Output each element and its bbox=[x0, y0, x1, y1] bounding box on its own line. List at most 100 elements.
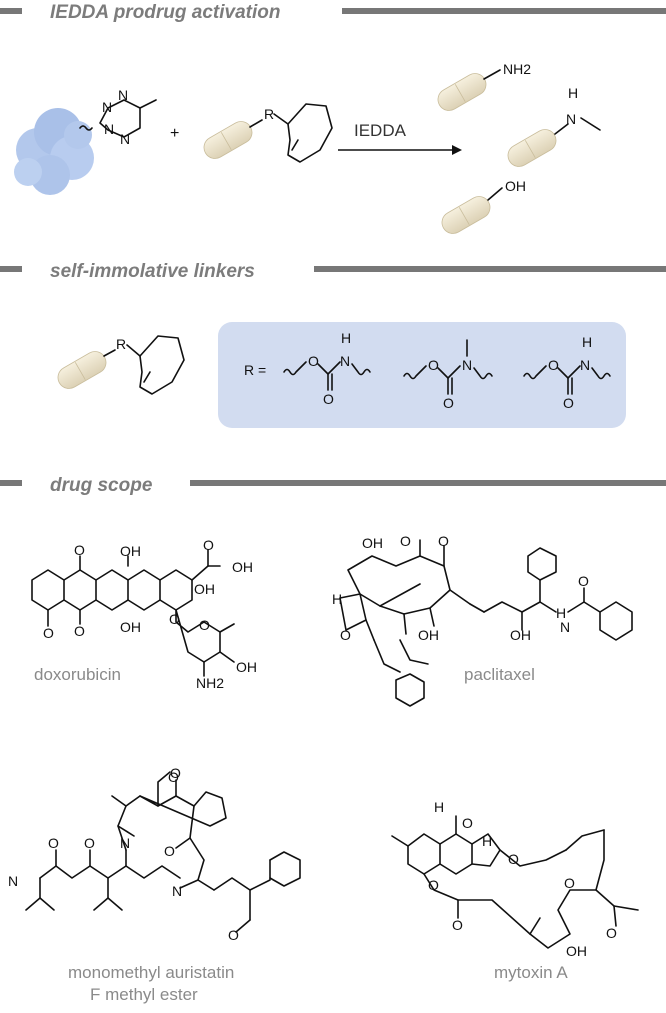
reaction-arrow-icon bbox=[338, 145, 462, 155]
atom-hn: N bbox=[8, 873, 18, 889]
atom-n: N bbox=[560, 619, 570, 635]
cyclooctene-double-bond bbox=[143, 371, 151, 383]
svg-text:O: O bbox=[428, 357, 439, 373]
atom-oh: OH bbox=[418, 627, 439, 643]
atom-oh: OH bbox=[236, 659, 257, 675]
atom-oh: OH bbox=[120, 619, 141, 635]
section-title-activation: IEDDA prodrug activation bbox=[50, 2, 280, 23]
svg-text:N: N bbox=[118, 87, 128, 103]
svg-text:N: N bbox=[104, 121, 114, 137]
drug-pill-icon bbox=[53, 347, 111, 393]
atom-oh: OH bbox=[510, 627, 531, 643]
drug-name-mytoxin: mytoxin A bbox=[494, 963, 568, 982]
drug-pill-icon bbox=[199, 117, 257, 163]
r-bond bbox=[103, 349, 116, 357]
cyclooctene-double-bond bbox=[291, 139, 299, 151]
atom-o: O bbox=[606, 925, 617, 941]
linker-carbamate-nme: O O N bbox=[403, 339, 493, 411]
atom-o: O bbox=[84, 835, 95, 851]
svg-text:H: H bbox=[341, 330, 351, 346]
atom-o: O bbox=[164, 843, 175, 859]
linker-carbamate-nh-2: O O H N bbox=[523, 334, 611, 411]
atom-oh: OH bbox=[120, 543, 141, 559]
atom-o: O bbox=[43, 625, 54, 641]
linker-carbamate-nh: O O H N bbox=[283, 330, 371, 407]
mmaf-structure bbox=[25, 771, 301, 933]
atom-o-2: O bbox=[170, 765, 181, 781]
oh-label: OH bbox=[505, 178, 526, 194]
protein-blob-icon bbox=[14, 108, 94, 195]
oh-bond bbox=[487, 187, 503, 201]
atom-o: O bbox=[228, 927, 239, 943]
drug-name-mmaf: monomethyl auristatin bbox=[68, 963, 234, 982]
svg-text:O: O bbox=[308, 353, 319, 369]
drug-pill-icon bbox=[503, 125, 561, 171]
nh-n-label: N bbox=[566, 111, 576, 127]
drug-pill-icon bbox=[433, 69, 491, 115]
atom-o: O bbox=[203, 537, 214, 553]
r-label: R bbox=[116, 336, 126, 352]
atom-n: N bbox=[172, 883, 182, 899]
cyclooctene-structure bbox=[287, 103, 333, 163]
cyclooctene-structure bbox=[139, 335, 185, 395]
svg-text:O: O bbox=[323, 391, 334, 407]
tetrazine-structure: N N N N bbox=[99, 87, 157, 147]
nh-h-label: H bbox=[568, 85, 578, 101]
atom-o: O bbox=[508, 851, 519, 867]
drug-name-paclitaxel: paclitaxel bbox=[464, 665, 535, 684]
atom-h: H bbox=[556, 605, 566, 621]
atom-oh: OH bbox=[232, 559, 253, 575]
mytoxin-structure bbox=[391, 815, 639, 949]
svg-text:O: O bbox=[563, 395, 574, 411]
atom-h: H bbox=[434, 799, 444, 815]
svg-text:N: N bbox=[580, 357, 590, 373]
atom-o: O bbox=[400, 533, 411, 549]
atom-n: N bbox=[120, 835, 130, 851]
svg-text:N: N bbox=[340, 353, 350, 369]
atom-oh: OH bbox=[566, 943, 587, 959]
svg-text:N: N bbox=[102, 99, 112, 115]
nh2-label: NH2 bbox=[503, 61, 531, 77]
atom-o: O bbox=[48, 835, 59, 851]
atom-oh: OH bbox=[194, 581, 215, 597]
r-label: R bbox=[264, 106, 274, 122]
atom-o: O bbox=[428, 877, 439, 893]
atom-h: H bbox=[332, 591, 342, 607]
wavy-bond bbox=[79, 125, 93, 131]
svg-text:N: N bbox=[120, 131, 130, 147]
paclitaxel-structure bbox=[339, 539, 633, 707]
r-bond bbox=[249, 119, 263, 128]
nh2-bond bbox=[483, 69, 501, 80]
atom-o: O bbox=[74, 623, 85, 639]
atom-o: O bbox=[74, 542, 85, 558]
r-equals-label: R = bbox=[244, 362, 266, 378]
atom-o: O bbox=[168, 769, 179, 785]
atom-h: H bbox=[482, 833, 492, 849]
atom-o: O bbox=[199, 617, 210, 633]
arrow-label: IEDDA bbox=[354, 121, 407, 140]
svg-text:H: H bbox=[582, 334, 592, 350]
nh-bond bbox=[554, 123, 569, 135]
drug-name-mmaf-line2: F methyl ester bbox=[90, 985, 198, 1004]
atom-o: O bbox=[462, 815, 473, 831]
svg-text:O: O bbox=[443, 395, 454, 411]
r-bond-2 bbox=[273, 113, 289, 125]
linker-box bbox=[218, 322, 626, 428]
section-title-linkers: self-immolative linkers bbox=[50, 261, 255, 282]
section-title-scope: drug scope bbox=[50, 475, 153, 496]
atom-o: O bbox=[169, 611, 180, 627]
atom-o: O bbox=[578, 573, 589, 589]
atom-oh: OH bbox=[362, 535, 383, 551]
drug-name-doxorubicin: doxorubicin bbox=[34, 665, 121, 684]
atom-o: O bbox=[564, 875, 575, 891]
r-bond-2 bbox=[126, 344, 141, 357]
atom-o: O bbox=[438, 533, 449, 549]
atom-o: O bbox=[452, 917, 463, 933]
n-methyl-bond bbox=[580, 117, 601, 131]
svg-text:N: N bbox=[462, 357, 472, 373]
plus-sign: + bbox=[170, 125, 179, 142]
atom-nh2: NH2 bbox=[196, 675, 224, 691]
drug-pill-icon bbox=[437, 192, 495, 238]
doxorubicin-structure bbox=[31, 549, 235, 677]
